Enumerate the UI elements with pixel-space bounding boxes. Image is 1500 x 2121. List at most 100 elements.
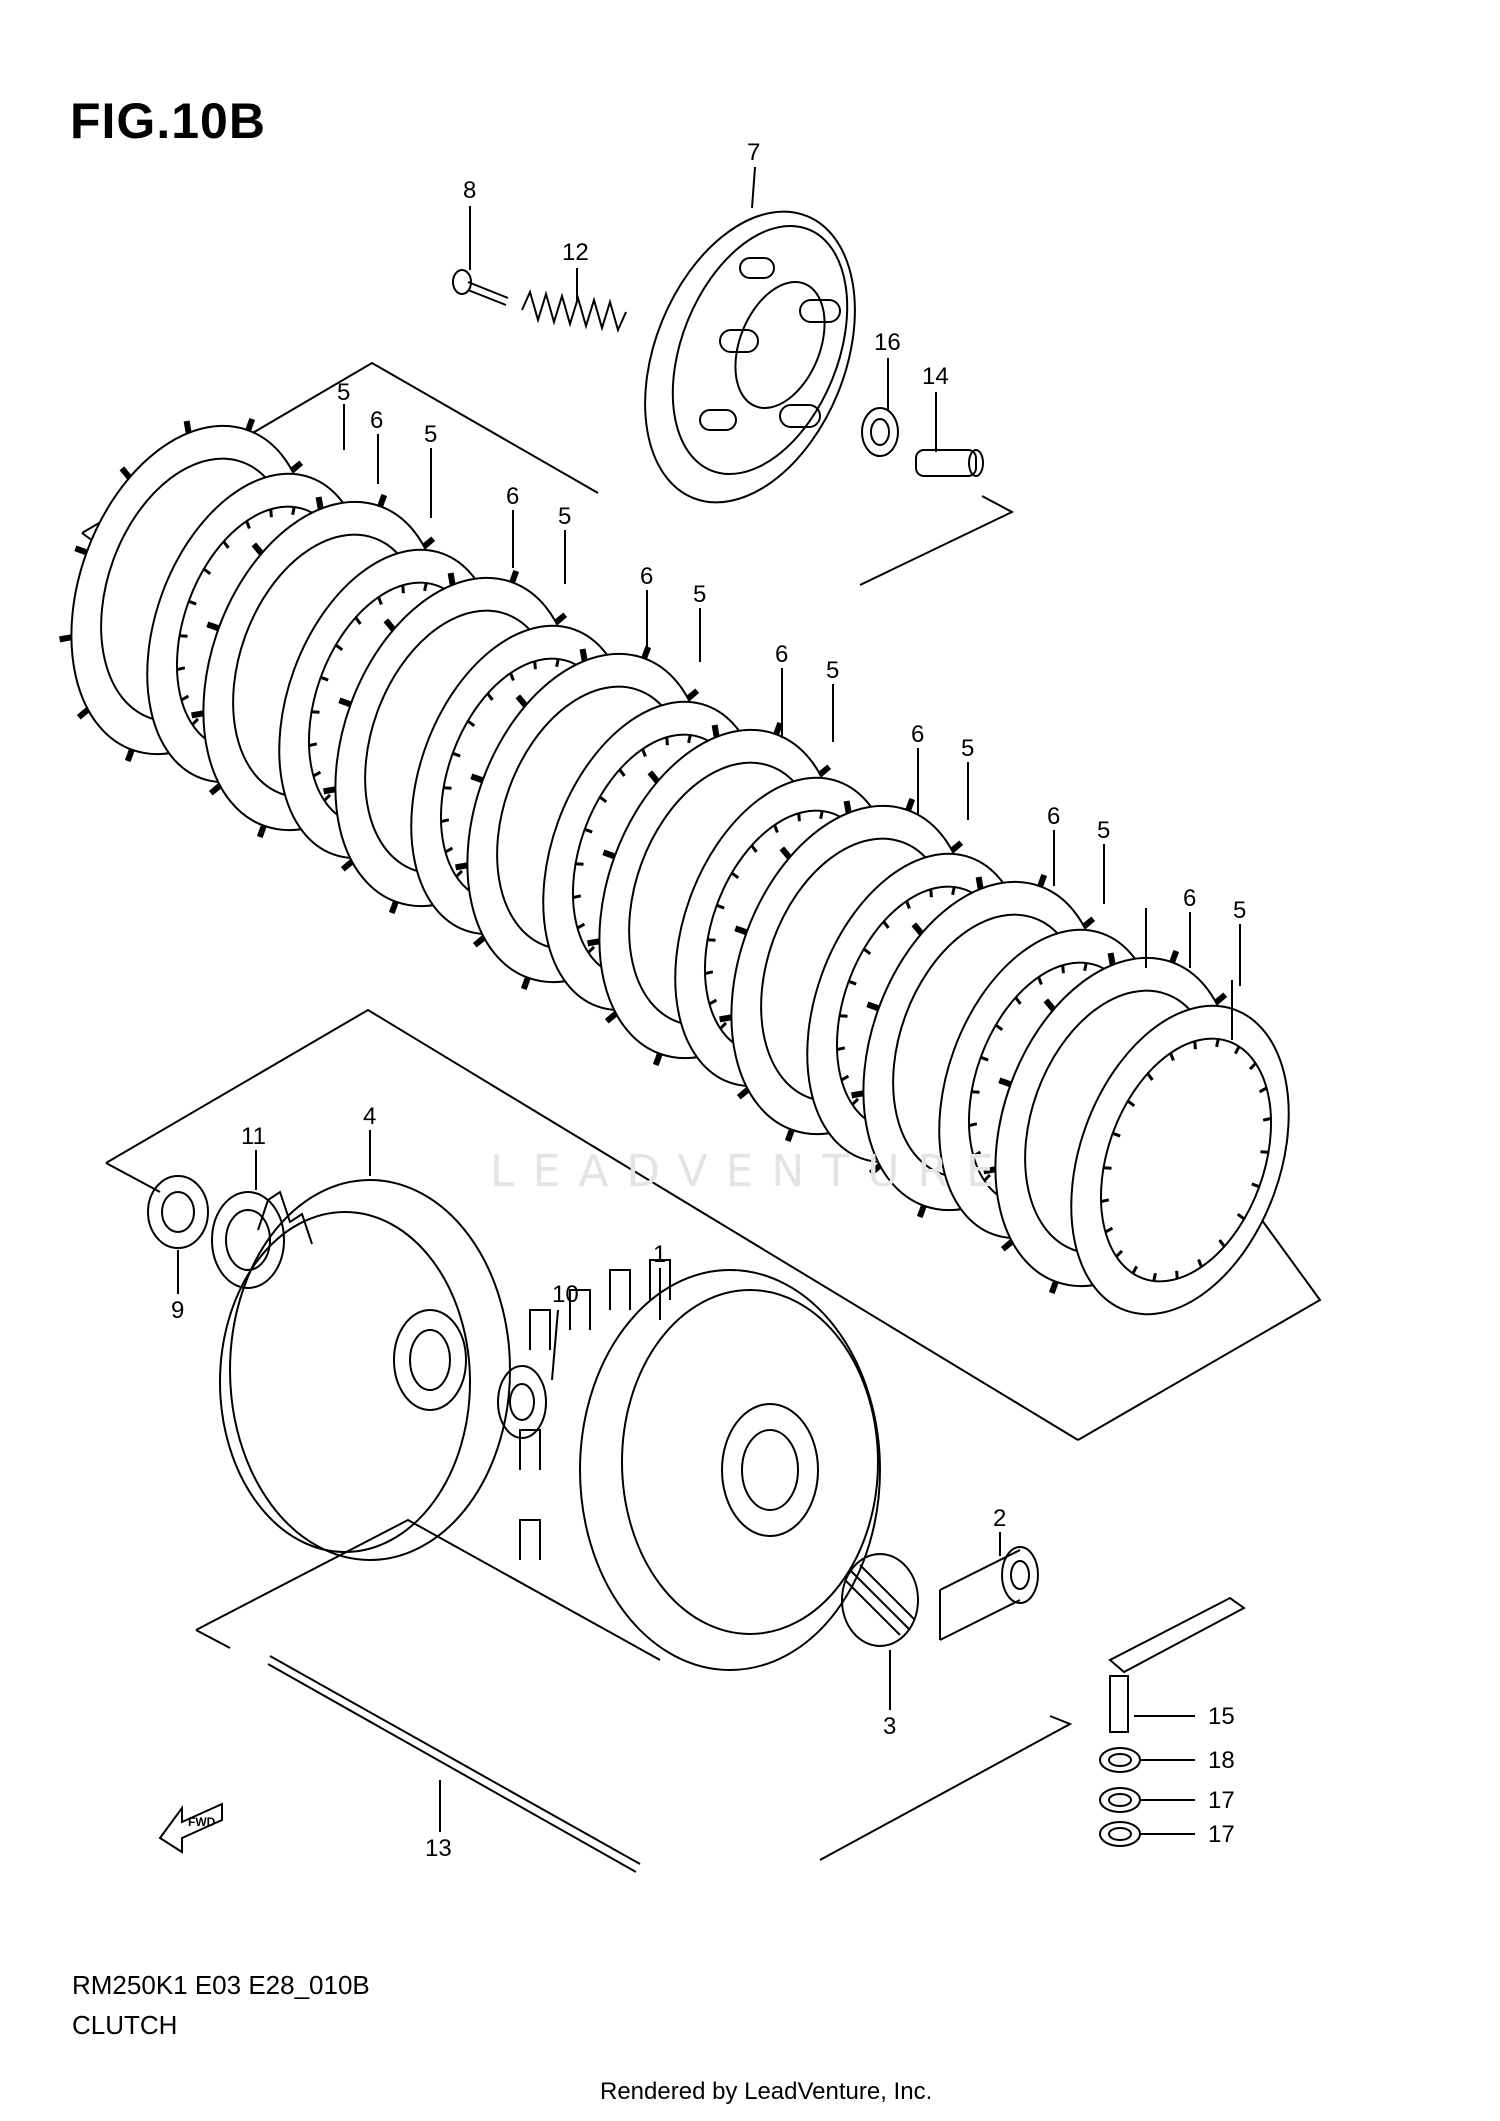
callout-5: 5 [424,421,437,448]
render-credit: Rendered by LeadVenture, Inc. [600,2078,933,2105]
fwd-label: FWD [188,1815,216,1829]
plate-tab [1082,916,1096,929]
callout-4: 4 [363,1103,376,1130]
plate-tab [520,976,531,991]
callout-6: 6 [370,407,383,434]
plate-tab [455,862,468,871]
needle-bearing [841,1553,919,1647]
plate-tooth [1115,1249,1124,1258]
shaft-group-frame [195,1518,1073,1861]
plate-tooth [665,737,669,746]
plate-tooth [983,1173,992,1182]
plate-tooth [1258,1086,1268,1094]
plate-tab [59,634,72,643]
plate-tooth [1146,1072,1154,1081]
plate-tooth [797,813,801,822]
plate-tooth [840,1074,850,1082]
driven-plate [1070,1004,1290,1316]
plates-group-frame [105,1008,1322,1441]
figure-title: FIG.10B [70,93,266,149]
plate-tooth [1126,1099,1136,1107]
plate-tooth [862,947,872,955]
plate-tab [183,420,192,434]
callout-16: 16 [874,329,901,356]
watermark-text: LEADVENTURE [490,1146,1012,1197]
plate-tooth [704,970,714,976]
plate-tooth [716,903,725,910]
clutch-spring [521,289,627,333]
callout-2: 2 [993,1505,1006,1532]
callout-6: 6 [775,641,788,668]
plate-tooth [1218,1239,1226,1248]
callout-5: 5 [693,581,706,608]
plate-tooth [576,922,586,930]
plate-tab [323,786,336,795]
plate-tab [256,824,267,839]
plate-tooth [773,824,779,834]
plate-tooth [455,869,464,878]
clutch-sleeve-hub-nut [147,1175,209,1249]
plate-tooth [1236,1213,1246,1221]
plate-tooth [707,938,716,942]
plate-tooth [452,751,461,758]
clutch-sleeve-hub [219,1179,511,1561]
plate-tooth [584,827,593,834]
fwd-direction-arrow: FWD [158,1802,223,1854]
plate-tooth [555,658,560,668]
plate-tab [315,496,324,510]
plate-tab [191,710,204,719]
plate-tooth [968,1122,978,1128]
release-camshaft [1108,1596,1246,1733]
plate-tooth [245,520,251,530]
plate-tab [998,1077,1012,1088]
callout-5: 5 [826,657,839,684]
plate-tooth [1262,1116,1272,1122]
thrust-washer [497,1365,547,1439]
plate-tab [911,922,924,936]
lock-washer [211,1191,285,1289]
diagram-caption: CLUTCH [72,2010,178,2040]
plate-tab [422,536,436,549]
primary-driven-gear-assembly [519,1259,881,1671]
plate-tooth [486,692,494,701]
callout-5: 5 [558,503,571,530]
spacer [939,1546,1039,1641]
callout-5: 5 [337,379,350,406]
plate-tab [647,770,660,784]
plate-tab [1048,1280,1059,1295]
bearing-lower [1099,1821,1141,1847]
plate-tab [983,1166,996,1175]
plate-tooth [334,643,344,651]
clutch-plates [59,417,1290,1316]
plate-tooth [377,596,383,606]
plate-tooth [575,862,584,866]
plate-tooth [1100,1198,1110,1204]
drawing-code: RM250K1 E03 E28_010B [72,1970,370,2000]
callout-7: 7 [747,139,760,166]
plate-tab [251,542,264,556]
plate-tab [470,773,484,784]
plate-tab [719,1014,732,1023]
plate-tooth [929,889,933,898]
callout-18: 18 [1208,1747,1235,1774]
callout-labels: 7 8 12 16 14 5 6 5 6 5 6 5 6 5 6 5 6 5 6… [171,139,1246,1862]
plate-tooth [312,770,322,778]
plate-tab [515,694,528,708]
plate-tooth [1197,1258,1203,1268]
plate-tooth [443,786,452,790]
plate-tab [124,748,135,763]
plate-tooth [1037,976,1043,986]
plate-tooth [320,675,329,682]
plate-tooth [980,1055,989,1062]
callout-11: 11 [241,1123,266,1150]
plate-tooth [587,945,596,954]
plate-tooth [905,900,911,910]
plate-tooth [401,585,405,594]
plate-tab [245,417,256,432]
callout-3: 3 [883,1713,896,1740]
plate-tooth [708,998,718,1006]
plate-tooth [202,567,212,575]
plate-tooth [323,793,332,802]
plate-tab [652,1052,663,1067]
plate-tooth [598,795,608,803]
